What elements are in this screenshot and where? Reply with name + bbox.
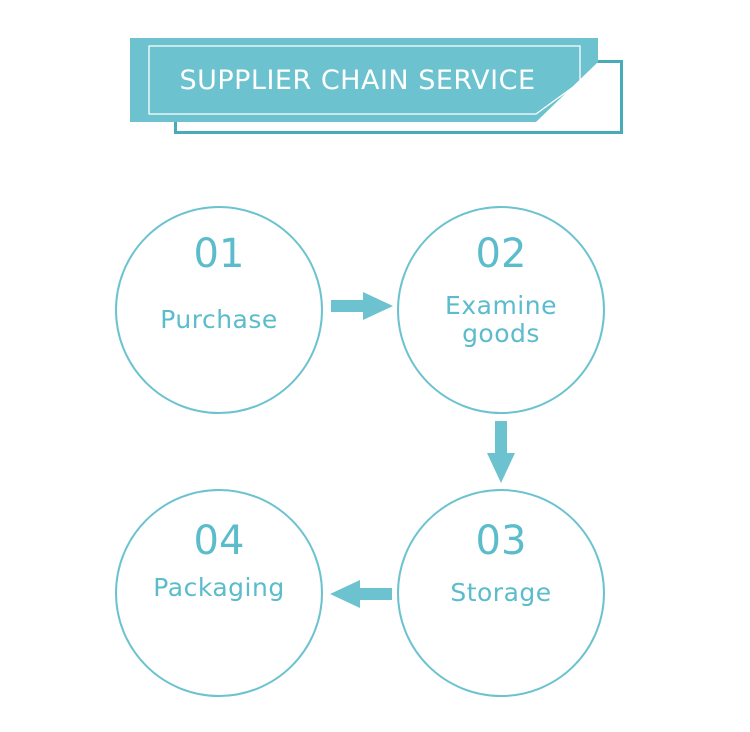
step-number: 02 (475, 231, 527, 277)
page-title: SUPPLIER CHAIN SERVICE (179, 64, 536, 96)
arrow-down-icon (487, 421, 515, 483)
step-storage: 03 Storage (397, 489, 605, 697)
step-label: Purchase (160, 305, 278, 334)
step-number: 01 (193, 231, 245, 277)
arrow-left-icon (330, 580, 392, 608)
title-banner: SUPPLIER CHAIN SERVICE (130, 38, 598, 122)
step-packaging: 04 Packaging (115, 489, 323, 697)
banner-shape (130, 38, 598, 122)
step-label: Examine goods (445, 291, 557, 348)
arrow-right-icon (331, 292, 393, 320)
step-label: Packaging (153, 573, 285, 602)
step-label: Storage (450, 578, 552, 607)
step-examine-goods: 02 Examine goods (397, 206, 605, 414)
step-number: 04 (193, 518, 245, 564)
step-purchase: 01 Purchase (115, 206, 323, 414)
step-number: 03 (475, 518, 527, 564)
